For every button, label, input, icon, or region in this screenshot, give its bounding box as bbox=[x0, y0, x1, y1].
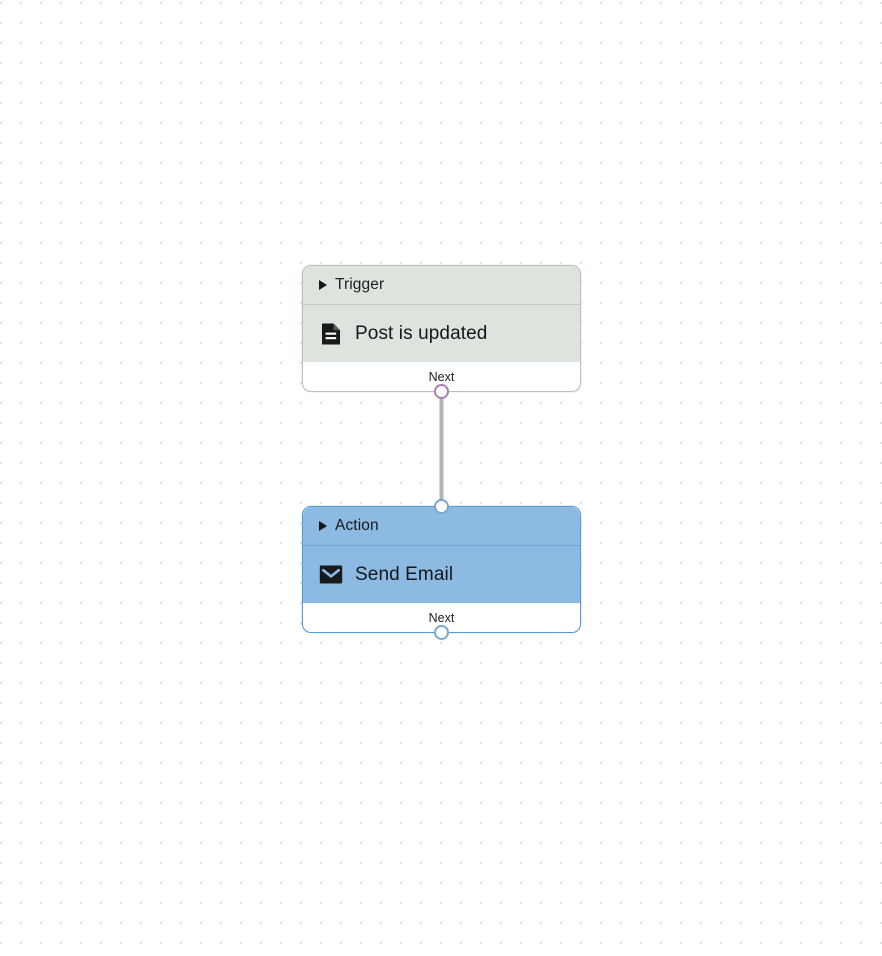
node-trigger[interactable]: Trigger Post is updated Next bbox=[302, 265, 581, 399]
node-action-input-port[interactable] bbox=[434, 499, 449, 514]
document-icon bbox=[319, 322, 343, 346]
node-trigger-inner: Trigger Post is updated Next bbox=[303, 266, 580, 391]
node-action[interactable]: Action Send Email Next bbox=[302, 499, 581, 640]
node-action-inner: Action Send Email Next bbox=[303, 507, 580, 632]
node-trigger-next-label: Next bbox=[428, 369, 455, 384]
node-trigger-body[interactable]: Post is updated bbox=[303, 305, 580, 362]
node-action-title: Send Email bbox=[355, 563, 454, 585]
node-trigger-output-port[interactable] bbox=[434, 384, 449, 399]
node-action-next-label: Next bbox=[428, 610, 455, 625]
node-trigger-footer: Next bbox=[303, 362, 580, 391]
node-action-header-label: Action bbox=[335, 517, 379, 534]
envelope-icon bbox=[319, 563, 343, 587]
node-trigger-title: Post is updated bbox=[355, 322, 488, 344]
chevron-right-icon[interactable] bbox=[319, 280, 327, 290]
node-trigger-header-label: Trigger bbox=[335, 276, 385, 293]
chevron-right-icon[interactable] bbox=[319, 521, 327, 531]
node-action-output-port[interactable] bbox=[434, 625, 449, 640]
node-action-body[interactable]: Send Email bbox=[303, 546, 580, 603]
node-trigger-header[interactable]: Trigger bbox=[303, 266, 580, 305]
